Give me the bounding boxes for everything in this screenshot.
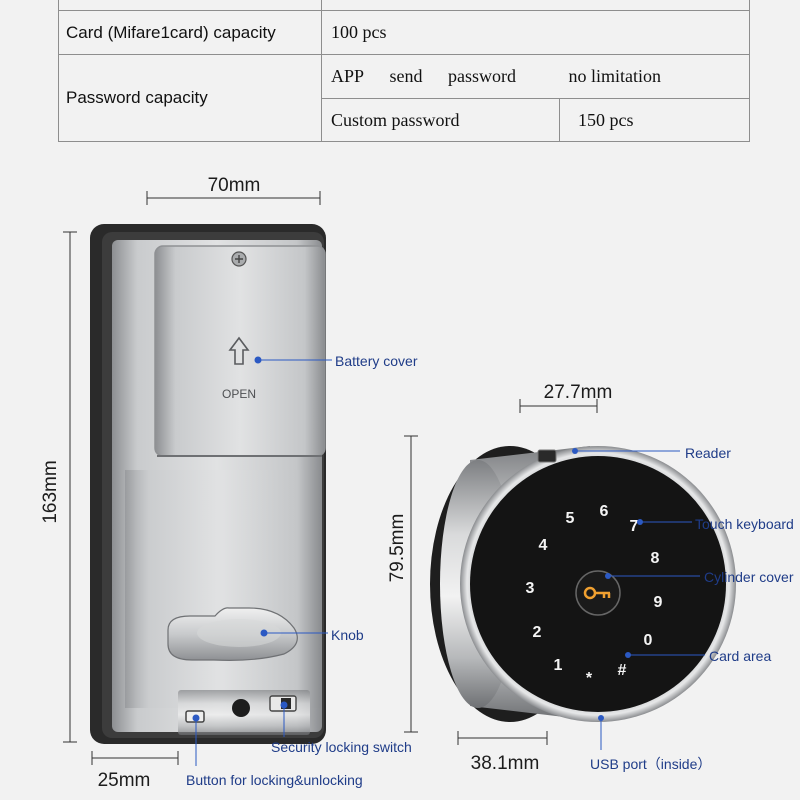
front-lock: OPEN (90, 224, 326, 744)
lock-button-callout: Button for locking&unlocking (186, 772, 363, 788)
key-star[interactable]: * (586, 670, 593, 687)
key-6[interactable]: 6 (600, 503, 609, 520)
key-4[interactable]: 4 (539, 537, 548, 554)
table-row-custom-password: Custom password 150 pcs (59, 98, 750, 142)
app-word-3: password (448, 66, 516, 86)
width-dimension-label: 70mm (208, 175, 261, 196)
knob-callout: Knob (331, 627, 364, 643)
table-row-card-capacity: Card (Mifare1card) capacity 100 pcs (58, 10, 750, 55)
card-area-callout: Card area (709, 648, 771, 664)
keyhole-icon (232, 699, 250, 717)
key-7[interactable]: 7 (630, 518, 639, 535)
reader-icon (537, 449, 557, 463)
custom-password-value: 150 pcs (559, 98, 750, 142)
front-lock-dimensions (63, 191, 321, 765)
key-8[interactable]: 8 (651, 550, 660, 567)
custom-password-label: Custom password (321, 98, 560, 142)
battery-cover-panel (154, 245, 326, 457)
height-dimension-label: 163mm (40, 460, 61, 523)
key-5[interactable]: 5 (566, 510, 575, 527)
key-1[interactable]: 1 (554, 657, 563, 674)
password-capacity-label: Password capacity (58, 54, 322, 142)
keypad-width-label: 27.7mm (544, 382, 613, 403)
card-capacity-label: Card (Mifare1card) capacity (58, 10, 322, 55)
usb-port-callout: USB port（inside） (590, 756, 711, 772)
depth-dimension-label: 25mm (98, 770, 151, 791)
key-0[interactable]: 0 (644, 632, 653, 649)
table-row-app-password: Password capacity APP send password no l… (58, 54, 750, 142)
touch-keyboard-callout: Touch keyboard (695, 516, 794, 532)
open-label: OPEN (222, 387, 256, 401)
keypad-height-label: 79.5mm (387, 514, 408, 583)
keypad-depth-label: 38.1mm (471, 753, 540, 774)
arrow-up-icon (228, 336, 250, 365)
spec-table: Card (Mifare1card) capacity 100 pcs Pass… (58, 0, 750, 142)
app-word-1: APP (331, 66, 365, 86)
key-hash[interactable]: # (618, 662, 627, 679)
reader-callout: Reader (685, 445, 731, 461)
app-password-cell: APP send password (321, 54, 560, 99)
keypad-dimensions (404, 399, 598, 745)
keypad-unit: 1 2 3 4 5 6 7 8 9 0 * # (430, 446, 736, 722)
front-lock-callouts: Battery cover Knob Security locking swit… (186, 353, 418, 788)
security-switch-callout: Security locking switch (271, 739, 412, 755)
card-capacity-value: 100 pcs (321, 10, 750, 55)
app-word-2: send (389, 66, 423, 86)
key-2[interactable]: 2 (533, 624, 542, 641)
keypad-callouts: Reader Touch keyboard Cylinder cover Car… (572, 445, 794, 772)
cylinder-cover-callout: Cylinder cover (704, 569, 794, 585)
battery-cover-callout: Battery cover (335, 353, 418, 369)
key-3[interactable]: 3 (526, 580, 535, 597)
key-9[interactable]: 9 (654, 594, 663, 611)
